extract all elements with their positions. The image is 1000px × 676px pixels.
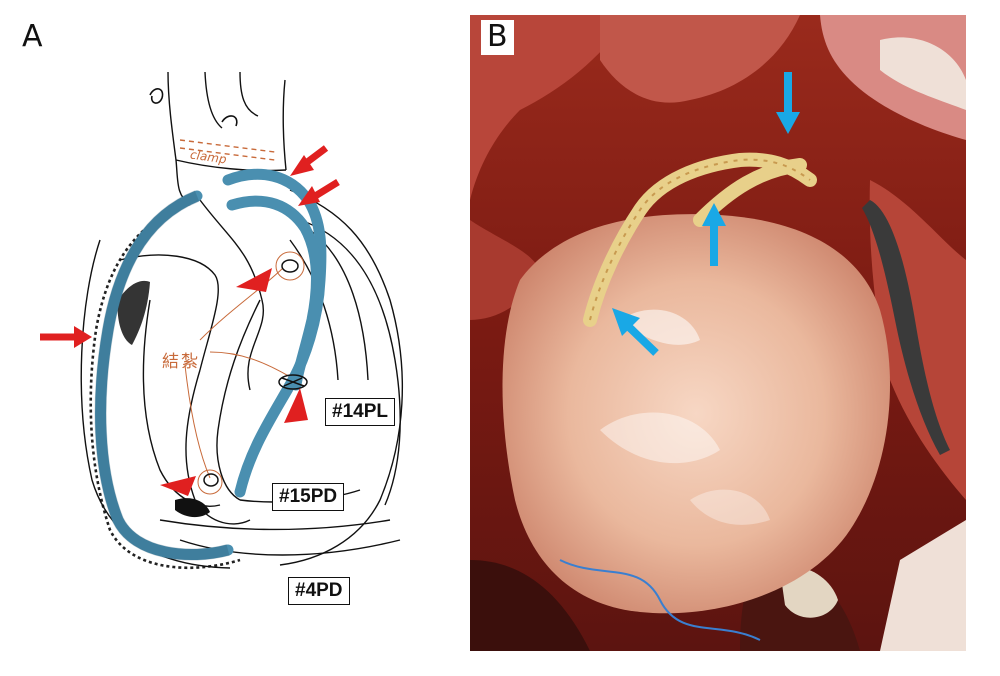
arrowhead-middle [284,388,308,423]
arrowhead-upper [236,268,272,292]
blue-arrow-middle [702,203,726,266]
graft-4pd-line [95,190,234,560]
red-arrows [40,145,340,348]
ligation-annotation: 結紮 [162,352,200,372]
anastomosis-sites [203,259,308,487]
grafts [95,168,327,560]
shaded-regions [117,280,210,518]
panel-a-letter: A [22,19,43,54]
graft-label-14pl: #14PL [325,398,395,426]
blue-arrows [612,72,800,356]
photo-graft-texture [589,158,811,321]
arrowhead-lower [160,476,196,496]
graft-label-15pd: #15PD [272,483,345,511]
blue-arrow-top [776,72,800,134]
graft-14pl-line [226,195,322,391]
graft-outlines [94,190,230,561]
red-arrowheads [160,268,308,496]
red-arrow-left [40,326,92,348]
heart-outline [80,71,404,570]
suture-thread [559,559,761,641]
red-arrow-top-1 [290,145,329,176]
red-arrow-top-2 [298,179,340,206]
graft-label-4pd: #4PD [288,577,350,605]
heart-surface [502,214,890,614]
blue-arrow-lower [612,308,659,356]
panel-b-letter: B [481,20,514,55]
